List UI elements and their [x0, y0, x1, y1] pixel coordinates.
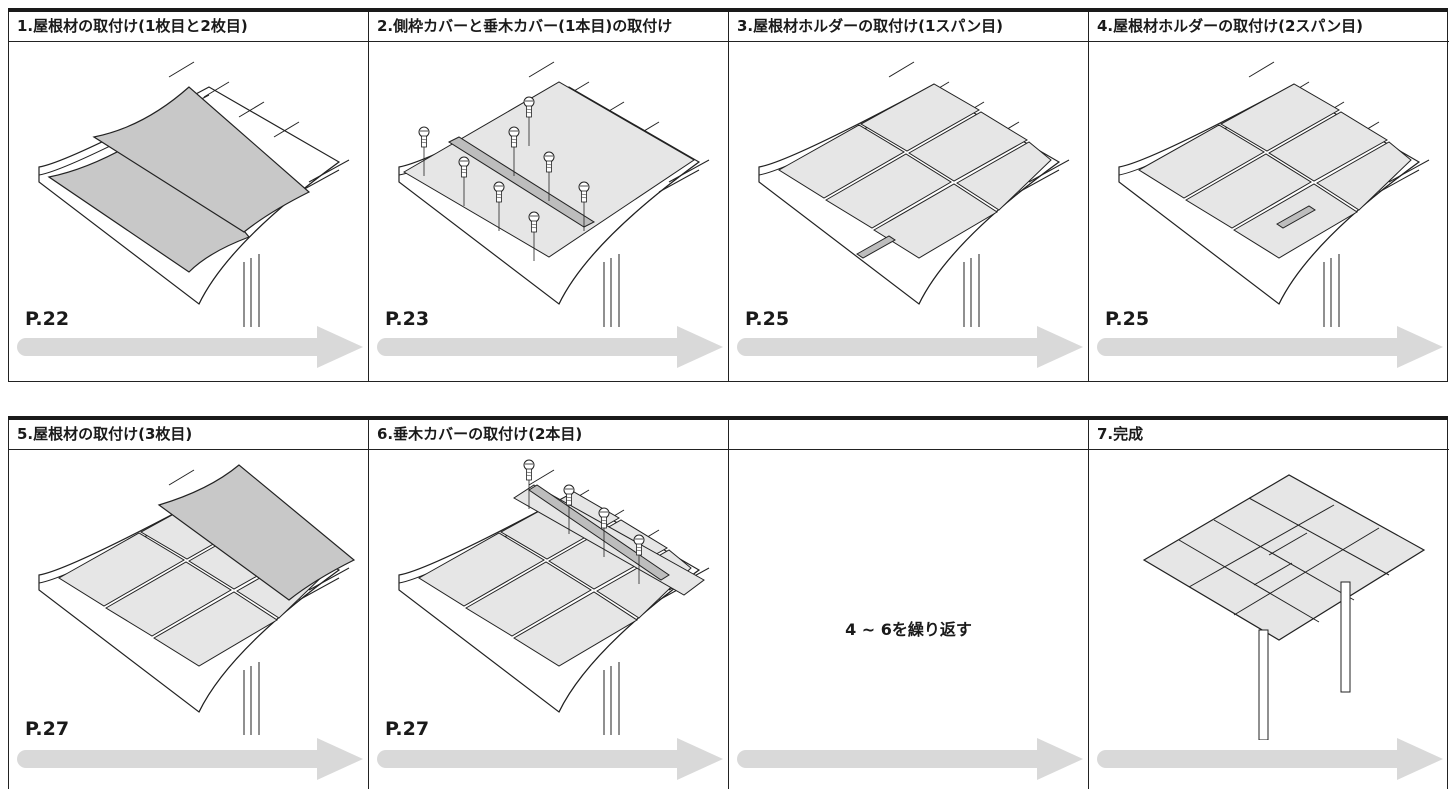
repeat-note: 4 ~ 6を繰り返す: [845, 620, 972, 639]
page-reference: P.27: [385, 718, 430, 740]
flow-arrow-icon: [17, 738, 363, 780]
flow-arrow-icon: [737, 738, 1083, 780]
panel-holder-icon: [1118, 61, 1430, 328]
step-title: 6.垂木カバーの取付け(2本目): [369, 420, 728, 450]
roof-panel-third-icon: [38, 464, 356, 736]
step-title: 4.屋根材ホルダーの取付け(2スパン目): [1089, 12, 1449, 42]
page-reference: P.25: [1105, 308, 1150, 330]
step-title: 1.屋根材の取付け(1枚目と2枚目): [9, 12, 368, 42]
step-cell-7: 7.完成: [1089, 420, 1449, 789]
page-reference: P.23: [385, 308, 430, 330]
row-frame: 1.屋根材の取付け(1枚目と2枚目) P.22 2.側枠カバーと垂木カバー(1本…: [8, 12, 1449, 382]
step-title: [729, 420, 1088, 450]
flow-arrow-icon: [1097, 738, 1443, 780]
step-cell-repeat: 4 ~ 6を繰り返す: [729, 420, 1089, 789]
row-frame: 5.屋根材の取付け(3枚目) P.27 6.垂木カバーの取付け(2本目): [8, 420, 1449, 789]
row-top-rule: [8, 416, 1448, 420]
flow-arrow-icon: [377, 326, 723, 368]
step-row-2: 5.屋根材の取付け(3枚目) P.27 6.垂木カバーの取付け(2本目): [8, 416, 1449, 789]
flow-arrow-icon: [1097, 326, 1443, 368]
flow-arrow-icon: [377, 738, 723, 780]
step-cell-4: 4.屋根材ホルダーの取付け(2スパン目) P.25: [1089, 12, 1449, 381]
flow-arrow-icon: [737, 326, 1083, 368]
page-reference: P.22: [25, 308, 70, 330]
step-cell-1: 1.屋根材の取付け(1枚目と2枚目) P.22: [9, 12, 369, 381]
completed-carport-icon: [1142, 474, 1426, 740]
page-reference: P.27: [25, 718, 70, 740]
roof-panels-icon: [38, 61, 350, 328]
step-cell-3: 3.屋根材ホルダーの取付け(1スパン目) P.25: [729, 12, 1089, 381]
step-title: 7.完成: [1089, 420, 1449, 450]
flow-arrow-icon: [17, 326, 363, 368]
page-reference: P.25: [745, 308, 790, 330]
step-row-1: 1.屋根材の取付け(1枚目と2枚目) P.22 2.側枠カバーと垂木カバー(1本…: [8, 8, 1449, 382]
row-top-rule: [8, 8, 1448, 12]
step-title: 2.側枠カバーと垂木カバー(1本目)の取付け: [369, 12, 728, 42]
step-title: 5.屋根材の取付け(3枚目): [9, 420, 368, 450]
rafter-cover-screws-icon: [398, 61, 710, 328]
step-cell-2: 2.側枠カバーと垂木カバー(1本目)の取付け P.23: [369, 12, 729, 381]
panel-holder-icon: [758, 61, 1070, 328]
step-cell-6: 6.垂木カバーの取付け(2本目) P.27: [369, 420, 729, 789]
step-title: 3.屋根材ホルダーの取付け(1スパン目): [729, 12, 1088, 42]
step-cell-5: 5.屋根材の取付け(3枚目) P.27: [9, 420, 369, 789]
rafter-cover-second-icon: [398, 459, 710, 736]
